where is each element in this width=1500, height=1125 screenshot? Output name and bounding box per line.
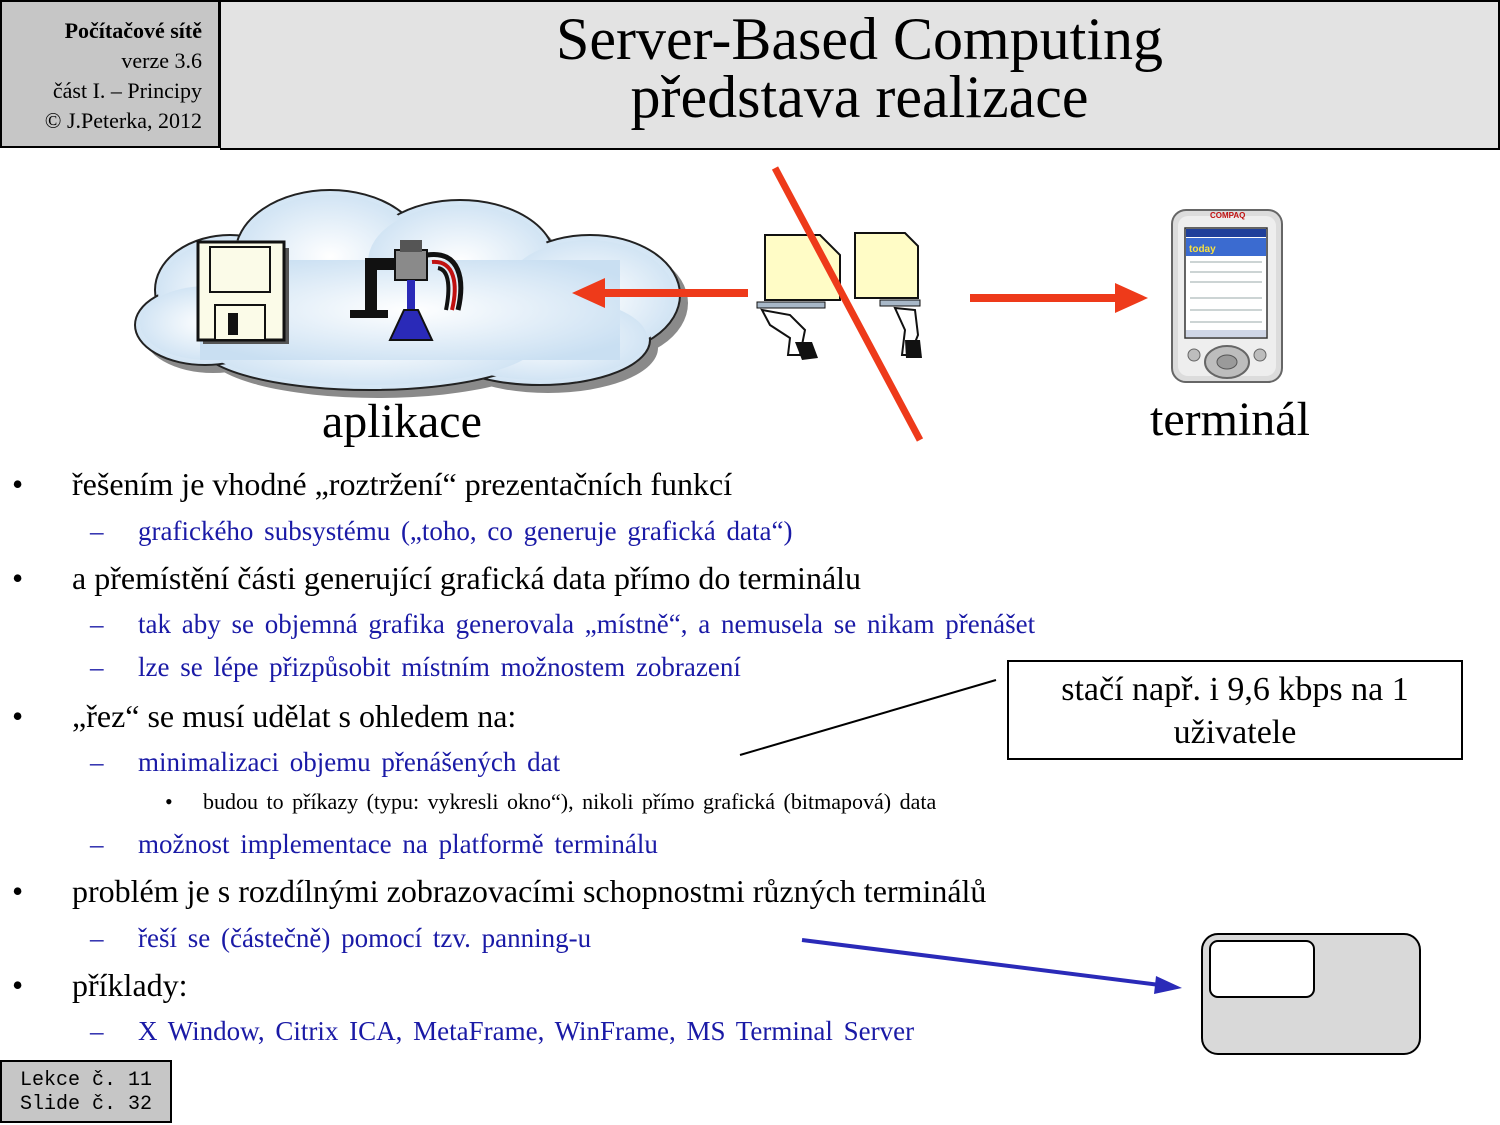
version-text: verze 3.6 [121, 48, 202, 73]
slide-number: Slide č. 32 [19, 1093, 152, 1116]
bullet-text: a přemístění části generující grafická d… [72, 560, 862, 596]
copyright-text: © J.Peterka, 2012 [44, 108, 202, 133]
bullet-marker: • [12, 560, 24, 596]
dash-marker: – [90, 923, 104, 953]
note-line-2: uživatele [1173, 714, 1297, 751]
arrow-to-application-icon [572, 278, 748, 308]
application-process-icon [350, 240, 464, 341]
sub-bullet-text: minimalizaci objemu přenášených dat [138, 747, 561, 777]
architecture-diagram: COMPAQ today [134, 166, 1283, 442]
bullet-marker: • [12, 873, 24, 909]
application-label: aplikace [322, 395, 482, 448]
sub-bullet-text: lze se lépe přizpůsobit místním možnoste… [138, 652, 741, 682]
dash-marker: – [90, 652, 104, 682]
callout-line [739, 679, 997, 756]
title-line-2: představa realizace [630, 64, 1089, 130]
slide-title: Server-Based Computing představa realiza… [220, 0, 1500, 150]
pda-today: today [1189, 244, 1216, 255]
bullet-marker: • [12, 967, 24, 1003]
title-line-1: Server-Based Computing [555, 6, 1164, 72]
floppy-disk-icon [196, 240, 289, 344]
sub-bullet-text: grafického subsystému („toho, co generuj… [138, 516, 793, 546]
pda-brand: COMPAQ [1210, 211, 1245, 220]
arrow-to-terminal-icon [970, 283, 1148, 313]
sub-bullet-text: řeší se (částečně) pomocí tzv. panning-u [138, 923, 592, 953]
part-text: část I. – Principy [52, 78, 202, 103]
bullet-marker: • [165, 789, 173, 814]
panning-arrow-icon [801, 938, 1182, 994]
dash-marker: – [90, 829, 104, 859]
course-name: Počítačové sítě [64, 18, 202, 43]
dash-marker: – [90, 516, 104, 546]
panning-illustration-icon [1201, 933, 1421, 1055]
bandwidth-note-box: stačí např. i 9,6 kbps na 1 uživatele [1007, 660, 1463, 760]
sub-bullet-text: tak aby se objemná grafika generovala „m… [138, 609, 1036, 639]
cut-line-icon [771, 166, 924, 442]
terminal-label: terminál [1150, 393, 1310, 446]
bullet-text: příklady: [72, 967, 188, 1003]
bullet-text: řešením je vhodné „roztržení“ prezentačn… [72, 466, 733, 502]
sub-sub-bullet-text: budou to příkazy (typu: vykresli okno“),… [203, 789, 937, 814]
header-info-panel: Počítačové sítě verze 3.6 část I. – Prin… [0, 0, 220, 148]
sub-bullet-text: možnost implementace na platformě termin… [138, 829, 658, 859]
bullet-marker: • [12, 698, 24, 734]
lecture-number: Lekce č. 11 [19, 1069, 152, 1092]
bullet-text: „řez“ se musí udělat s ohledem na: [72, 698, 517, 734]
dash-marker: – [90, 747, 104, 777]
note-line-1: stačí např. i 9,6 kbps na 1 [1061, 671, 1409, 708]
pda-terminal-icon: COMPAQ today [1171, 209, 1283, 383]
dash-marker: – [90, 1016, 104, 1046]
bullet-text: problém je s rozdílnými zobrazovacími sc… [72, 873, 987, 909]
bullet-marker: • [12, 466, 24, 502]
sub-bullet-text: X Window, Citrix ICA, MetaFrame, WinFram… [138, 1016, 915, 1046]
slide-footer: Lekce č. 11 Slide č. 32 [0, 1060, 172, 1123]
dash-marker: – [90, 609, 104, 639]
